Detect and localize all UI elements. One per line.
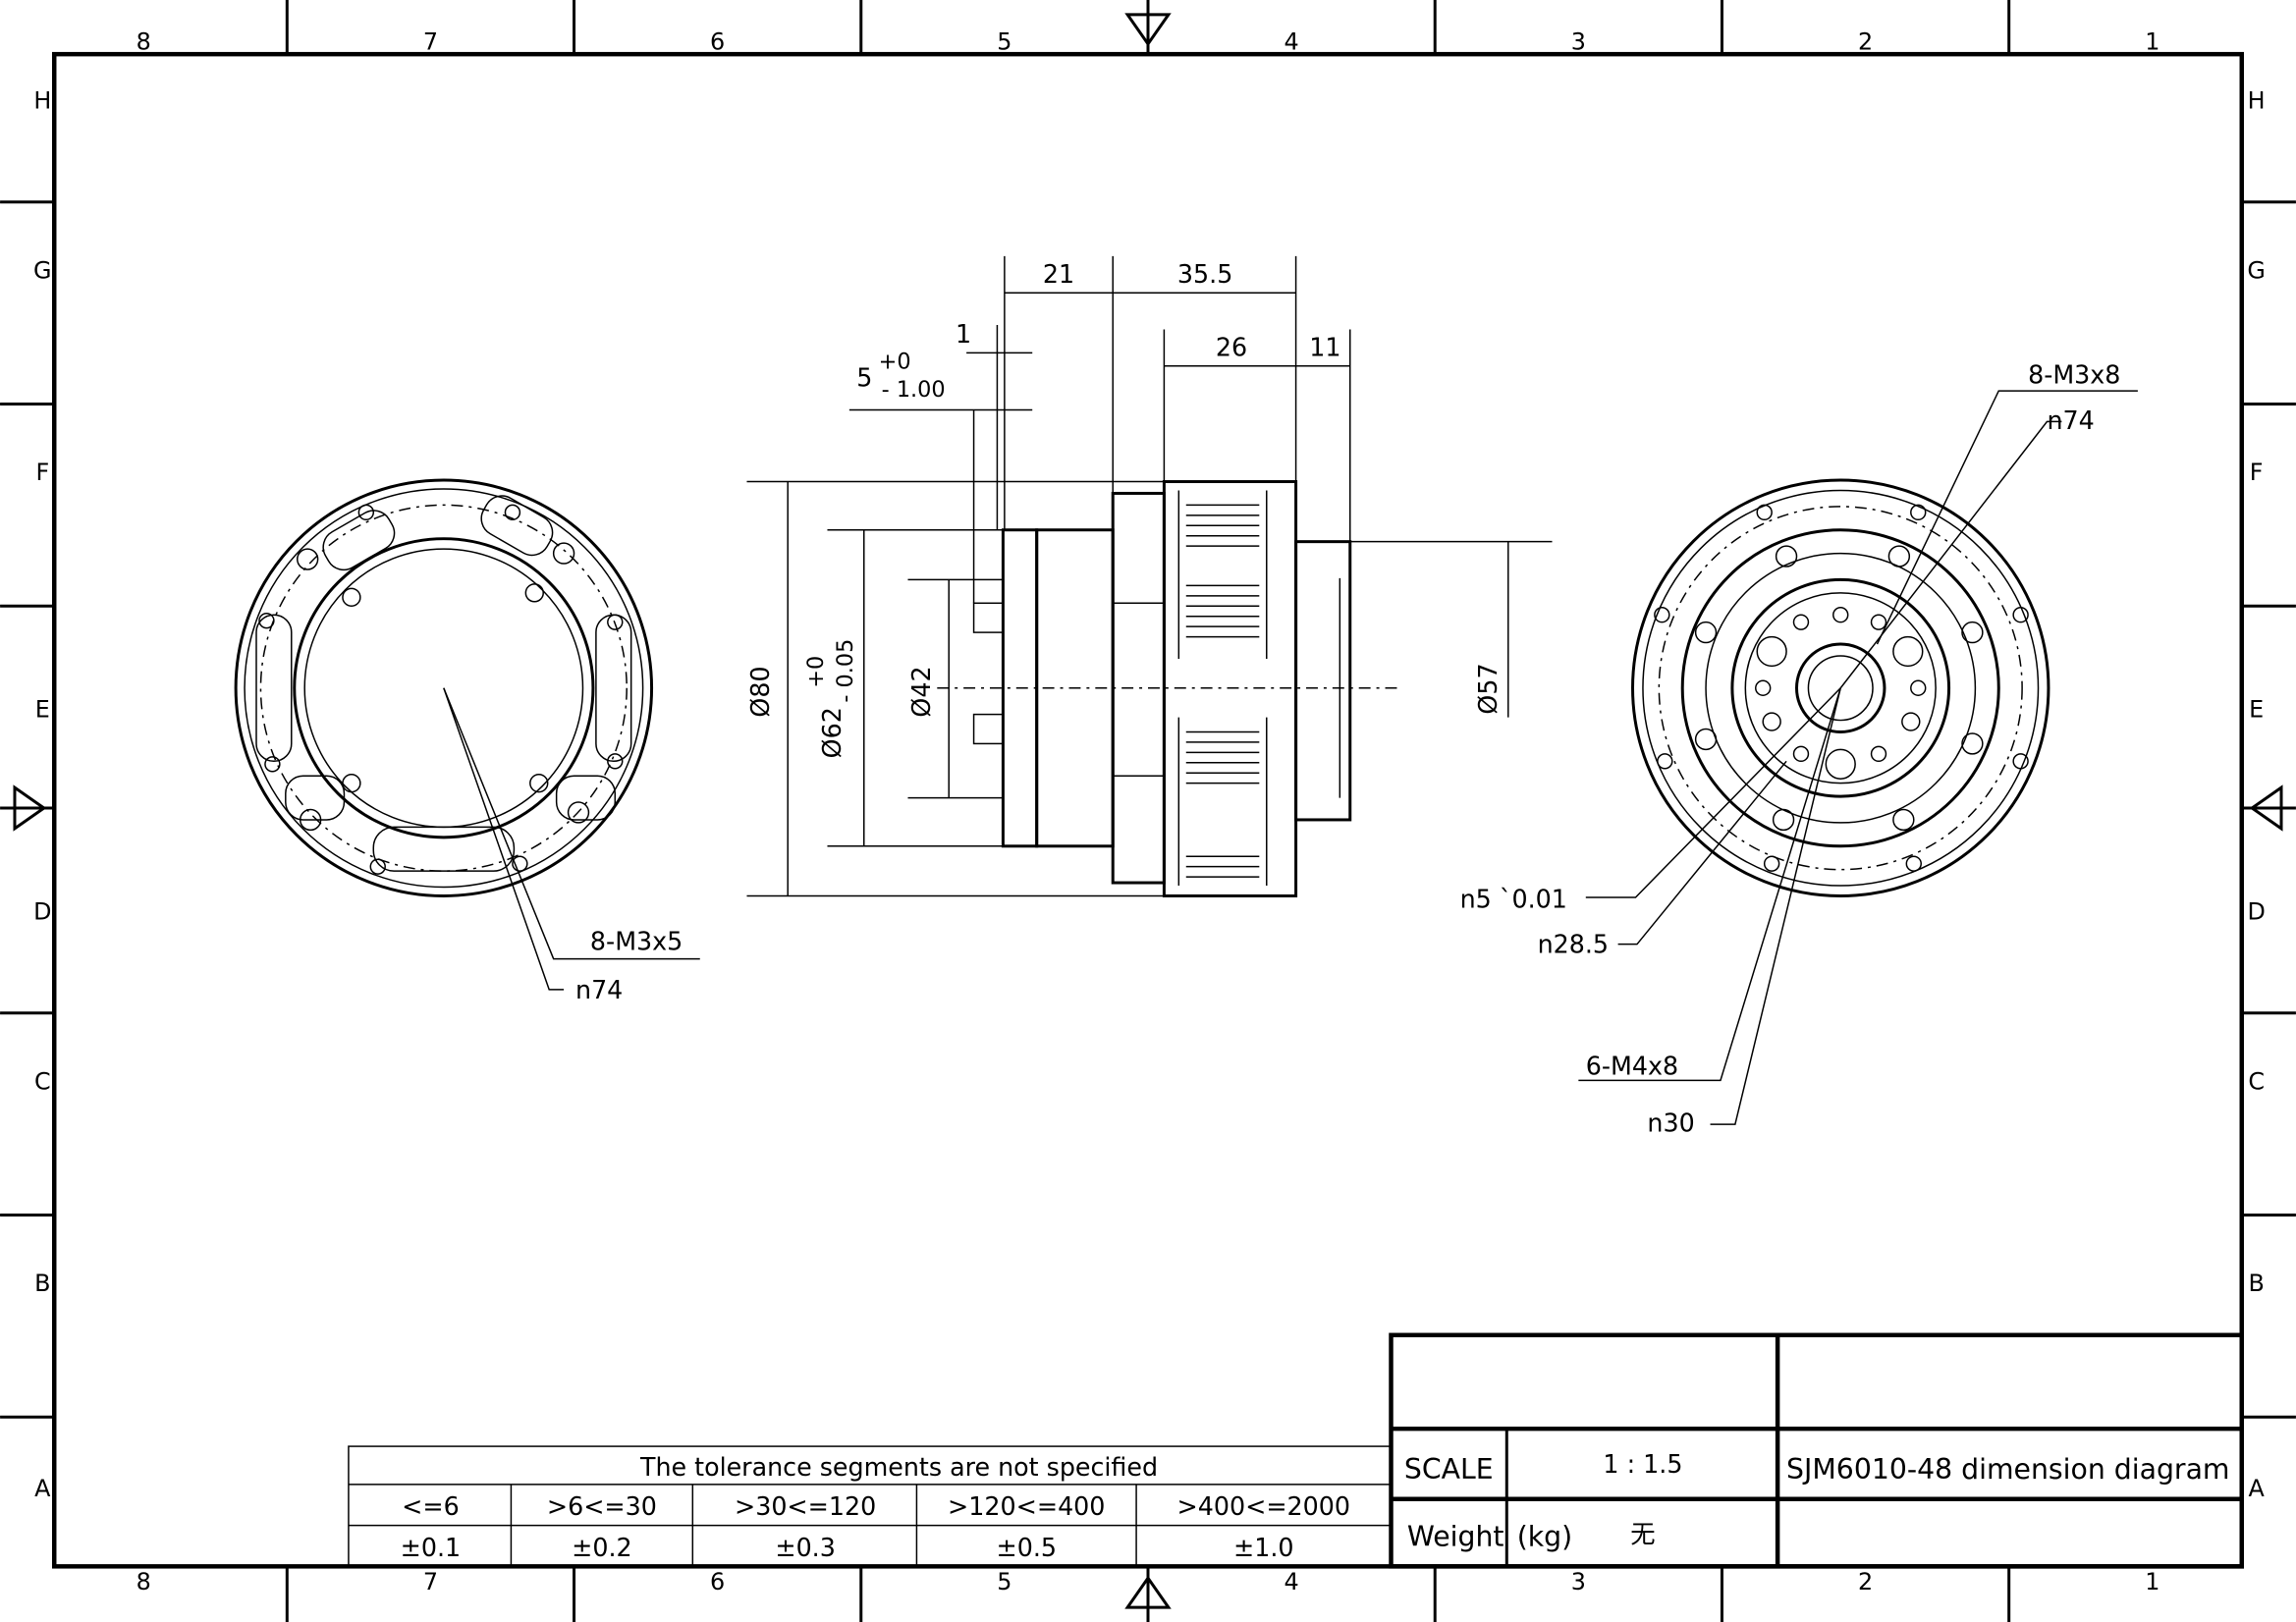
callout-pcd-28: n28.5 — [1538, 930, 1609, 959]
zone-col: 5 — [997, 28, 1011, 56]
zone-col: 6 — [710, 1568, 725, 1595]
tolerance-table: The tolerance segments are not specified… — [348, 1445, 1393, 1568]
tolerance-cell: ±0.3 — [775, 1533, 836, 1562]
dia-62-tol-lower: - 0.05 — [833, 639, 858, 703]
drawing-title: SJM6010-48 dimension diagram — [1786, 1453, 2229, 1486]
zone-row: C — [2248, 1067, 2265, 1095]
tolerance-cell: ±0.5 — [996, 1533, 1057, 1562]
zone-col: 1 — [2145, 28, 2159, 56]
zone-row: D — [2247, 897, 2265, 925]
zone-row: B — [2248, 1270, 2264, 1297]
scale-label: SCALE — [1404, 1453, 1494, 1486]
dim-5: 5 — [856, 363, 872, 393]
dim-1: 1 — [956, 319, 971, 349]
side-view: 21 35.5 26 11 1 5 +0 - 1.00 Ø80 Ø62 +0 -… — [745, 255, 1553, 897]
zone-row: A — [34, 1475, 51, 1502]
title-block: SCALE 1 : 1.5 SJM6010-48 dimension diagr… — [1389, 1332, 2244, 1569]
dia-42: Ø42 — [906, 666, 936, 717]
zone-col: 4 — [1285, 1568, 1299, 1595]
dim-5-tol-lower: - 1.00 — [882, 377, 946, 403]
callout-pcd-30: n30 — [1647, 1108, 1694, 1138]
zone-col: 4 — [1285, 28, 1299, 56]
range-cell: <=6 — [402, 1491, 460, 1521]
callout-thread-m4: 6-M4x8 — [1586, 1051, 1678, 1080]
zone-col: 5 — [997, 1568, 1011, 1595]
dim-5-tol-upper: +0 — [879, 350, 911, 375]
rear-view: 8-M3x8 n74 n5 `0.01 n28.5 6-M4x8 n30 — [1460, 360, 2138, 1138]
scale-value: 1 : 1.5 — [1603, 1449, 1682, 1479]
tolerance-cell: ±1.0 — [1233, 1533, 1294, 1562]
dim-26: 26 — [1216, 332, 1247, 361]
zone-col: 2 — [1858, 1568, 1873, 1595]
zone-row: C — [34, 1067, 51, 1095]
range-cell: >30<=120 — [735, 1491, 876, 1521]
zone-col: 1 — [2145, 1568, 2159, 1595]
callout-bore: n5 `0.01 — [1460, 884, 1567, 913]
tolerance-title: The tolerance segments are not specified — [639, 1452, 1158, 1482]
zone-row: F — [2250, 459, 2264, 486]
dia-62: Ø62 — [817, 707, 847, 758]
zone-row: E — [2249, 696, 2264, 724]
zone-row: D — [33, 897, 51, 925]
zone-row: G — [2247, 256, 2265, 284]
zone-row: E — [35, 696, 50, 724]
callout-thread-top: 8-M3x8 — [2028, 360, 2120, 390]
zone-col: 3 — [1571, 28, 1586, 56]
dim-11: 11 — [1309, 332, 1340, 361]
zone-col: 3 — [1571, 1568, 1586, 1595]
zone-col: 7 — [423, 1568, 438, 1595]
dia-57: Ø57 — [1473, 663, 1503, 714]
tolerance-cell: ±0.1 — [401, 1533, 462, 1562]
zone-row: G — [33, 256, 51, 284]
zone-col: 8 — [137, 1568, 151, 1595]
drawing-border — [52, 51, 2244, 1569]
callout-pcd-top: n74 — [2047, 406, 2094, 435]
callout-pcd: n74 — [575, 975, 623, 1004]
tolerance-cell: ±0.2 — [572, 1533, 632, 1562]
dia-62-tol-upper: +0 — [803, 656, 829, 688]
weight-unit: (kg) — [1517, 1520, 1572, 1552]
weight-value: 无 — [1630, 1519, 1655, 1548]
zone-labels: 8 7 6 5 4 3 2 1 8 7 6 5 4 3 2 1 H G F E … — [33, 28, 2266, 1596]
range-cell: >400<=2000 — [1177, 1491, 1350, 1521]
zone-row: H — [2248, 86, 2266, 114]
range-cell: >6<=30 — [547, 1491, 657, 1521]
front-view: 8-M3x5 n74 — [234, 478, 700, 1004]
zone-row: B — [34, 1270, 50, 1297]
zone-row: H — [33, 86, 51, 114]
zone-row: A — [2249, 1475, 2266, 1502]
dim-35-5: 35.5 — [1177, 259, 1232, 289]
dia-80: Ø80 — [745, 666, 775, 717]
dim-21: 21 — [1043, 259, 1074, 289]
zone-col: 6 — [710, 28, 725, 56]
weight-label: Weight — [1407, 1520, 1504, 1552]
zone-row: F — [35, 459, 49, 486]
callout-thread: 8-M3x5 — [590, 927, 683, 956]
range-cell: >120<=400 — [948, 1491, 1105, 1521]
zone-col: 7 — [423, 28, 438, 56]
zone-col: 8 — [137, 28, 151, 56]
zone-col: 2 — [1858, 28, 1873, 56]
